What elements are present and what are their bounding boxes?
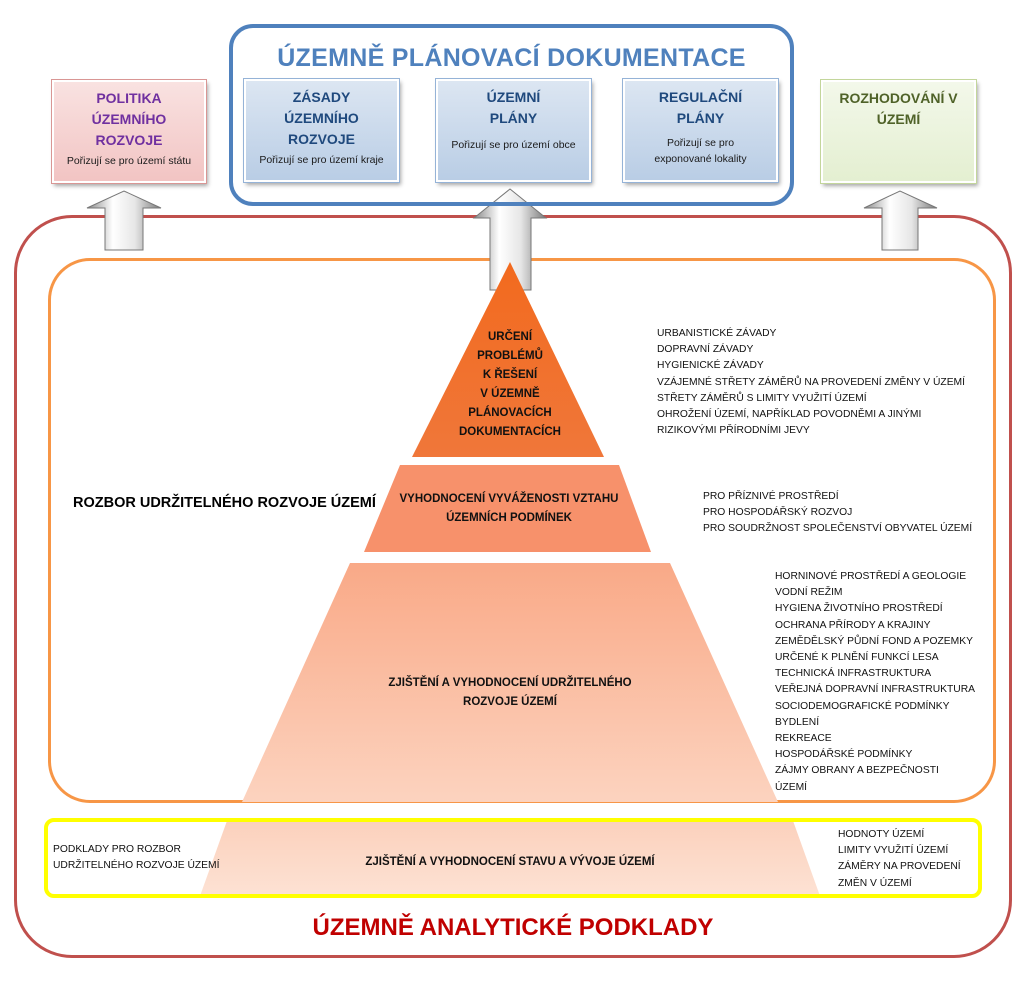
list-item: ZMĚN V ÚZEMÍ <box>838 877 912 889</box>
arrow-up-icon <box>863 190 938 251</box>
list-item: REKREACE <box>775 733 832 745</box>
level-3-label: ZJIŠTĚNÍ A VYHODNOCENÍ UDRŽITELNÉHO ROZV… <box>388 677 632 708</box>
list-item: SOCIODEMOGRAFICKÉ PODMÍNKY <box>775 700 950 712</box>
box-title: REGULAČNÍ PLÁNY <box>658 89 743 126</box>
box-zasady-uzemniho-rozvoje: ZÁSADY ÚZEMNÍHO ROZVOJE Pořizují se pro … <box>243 78 400 183</box>
upd-frame <box>229 24 794 206</box>
pyramid-level-4 <box>200 818 820 896</box>
list-item: VEŘEJNÁ DOPRAVNÍ INFRASTRUKTURA <box>775 684 976 696</box>
list-item: VZÁJEMNÉ STŘETY ZÁMĚRŮ NA PROVEDENÍ ZMĚN… <box>657 376 965 388</box>
list-item: PRO HOSPODÁŘSKÝ ROZVOJ <box>703 507 853 519</box>
level-4-label: ZJIŠTĚNÍ A VYHODNOCENÍ STAVU A VÝVOJE ÚZ… <box>365 856 655 868</box>
level-4-list: HODNOTY ÚZEMÍ LIMITY VYUŽITÍ ÚZEMÍ ZÁMĚR… <box>838 827 961 892</box>
uap-title: ÚZEMNĚ ANALYTICKÉ PODKLADY <box>312 914 714 941</box>
level-2-list: PRO PŘÍZNIVÉ PROSTŘEDÍ PRO HOSPODÁŘSKÝ R… <box>703 489 972 538</box>
list-item: ZÁMĚRY NA PROVEDENÍ <box>838 861 961 873</box>
list-item: DOPRAVNÍ ZÁVADY <box>657 344 754 356</box>
pyramid-level-1 <box>412 262 604 457</box>
arrow-up-icon <box>86 190 162 251</box>
list-item: ZEMĚDĚLSKÝ PŮDNÍ FOND A POZEMKY <box>775 635 973 647</box>
list-item: TECHNICKÁ INFRASTRUKTURA <box>775 668 932 680</box>
upd-title: ÚZEMNĚ PLÁNOVACÍ DOKUMENTACE <box>277 44 746 72</box>
list-item: HODNOTY ÚZEMÍ <box>838 829 925 840</box>
box-politika-uzemniho-rozvoje: POLITIKA ÚZEMNÍHO ROZVOJE Pořizují se pr… <box>51 79 207 184</box>
podklady-frame <box>44 818 982 898</box>
arrow-up-icon <box>472 188 548 291</box>
level-2-label: VYHODNOCENÍ VYVÁŽENOSTI VZTAHU ÚZEMNÍCH … <box>399 493 619 524</box>
rozbor-label: ROZBOR UDRŽITELNÉHO ROZVOJE ÚZEMÍ <box>73 495 376 511</box>
box-title: ROZHODOVÁNÍ V ÚZEMÍ <box>839 90 958 127</box>
list-item: BYDLENÍ <box>775 716 820 728</box>
box-title: ZÁSADY ÚZEMNÍHO ROZVOJE <box>284 89 359 147</box>
box-subtitle: Pořizují se pro území státu <box>66 155 192 167</box>
level-1-list: URBANISTICKÉ ZÁVADY DOPRAVNÍ ZÁVADY HYGI… <box>657 326 965 439</box>
list-item: VODNÍ REŽIM <box>775 587 843 599</box>
list-item: ZÁJMY OBRANY A BEZPEČNOSTI <box>775 765 939 777</box>
box-uzemni-plany: ÚZEMNÍ PLÁNY Pořizují se pro území obce <box>435 78 592 183</box>
list-item: HYGIENA ŽIVOTNÍHO PROSTŘEDÍ <box>775 603 943 615</box>
level-3-list: HORNINOVÉ PROSTŘEDÍ A GEOLOGIE VODNÍ REŽ… <box>775 569 975 796</box>
list-item: OHROŽENÍ ÚZEMÍ, NAPŘÍKLAD POVODNĚMI A JI… <box>657 409 922 421</box>
list-item: HOSPODÁŘSKÉ PODMÍNKY <box>775 749 913 761</box>
level-4-left-label: PODKLADY PRO ROZBOR UDRŽITELNÉHO ROZVOJE… <box>53 844 220 871</box>
box-subtitle: Pořizují se pro exponované lokality <box>654 137 747 165</box>
level-1-label: URČENÍ PROBLÉMŮ K ŘEŠENÍ V ÚZEMNĚ PLÁNOV… <box>458 331 561 438</box>
box-subtitle: Pořizují se pro území kraje <box>259 154 384 166</box>
list-item: PRO SOUDRŽNOST SPOLEČENSTVÍ OBYVATEL ÚZE… <box>703 523 973 535</box>
box-subtitle: Pořizují se pro území obce <box>451 139 576 151</box>
list-item: RIZIKOVÝMI PŘÍRODNÍMI JEVY <box>657 425 810 437</box>
pyramid-level-3 <box>242 563 778 802</box>
box-title: POLITIKA ÚZEMNÍHO ROZVOJE <box>91 90 167 148</box>
box-regulacni-plany: REGULAČNÍ PLÁNY Pořizují se pro exponova… <box>622 78 779 183</box>
list-item: STŘETY ZÁMĚRŮ S LIMITY VYUŽITÍ ÚZEMÍ <box>657 392 867 404</box>
list-item: PRO PŘÍZNIVÉ PROSTŘEDÍ <box>703 491 839 502</box>
list-item: ÚZEMÍ <box>775 781 808 793</box>
list-item: URBANISTICKÉ ZÁVADY <box>657 328 777 339</box>
list-item: URČENÉ K PLNĚNÍ FUNKCÍ LESA <box>775 652 939 664</box>
list-item: HORNINOVÉ PROSTŘEDÍ A GEOLOGIE <box>775 571 967 582</box>
box-rozhodovani-v-uzemi: ROZHODOVÁNÍ V ÚZEMÍ <box>820 79 977 184</box>
pyramid-level-2 <box>364 465 651 552</box>
box-title: ÚZEMNÍ PLÁNY <box>486 89 541 126</box>
list-item: HYGIENICKÉ ZÁVADY <box>657 360 764 372</box>
list-item: OCHRANA PŘÍRODY A KRAJINY <box>775 619 931 631</box>
list-item: LIMITY VYUŽITÍ ÚZEMÍ <box>838 845 949 857</box>
